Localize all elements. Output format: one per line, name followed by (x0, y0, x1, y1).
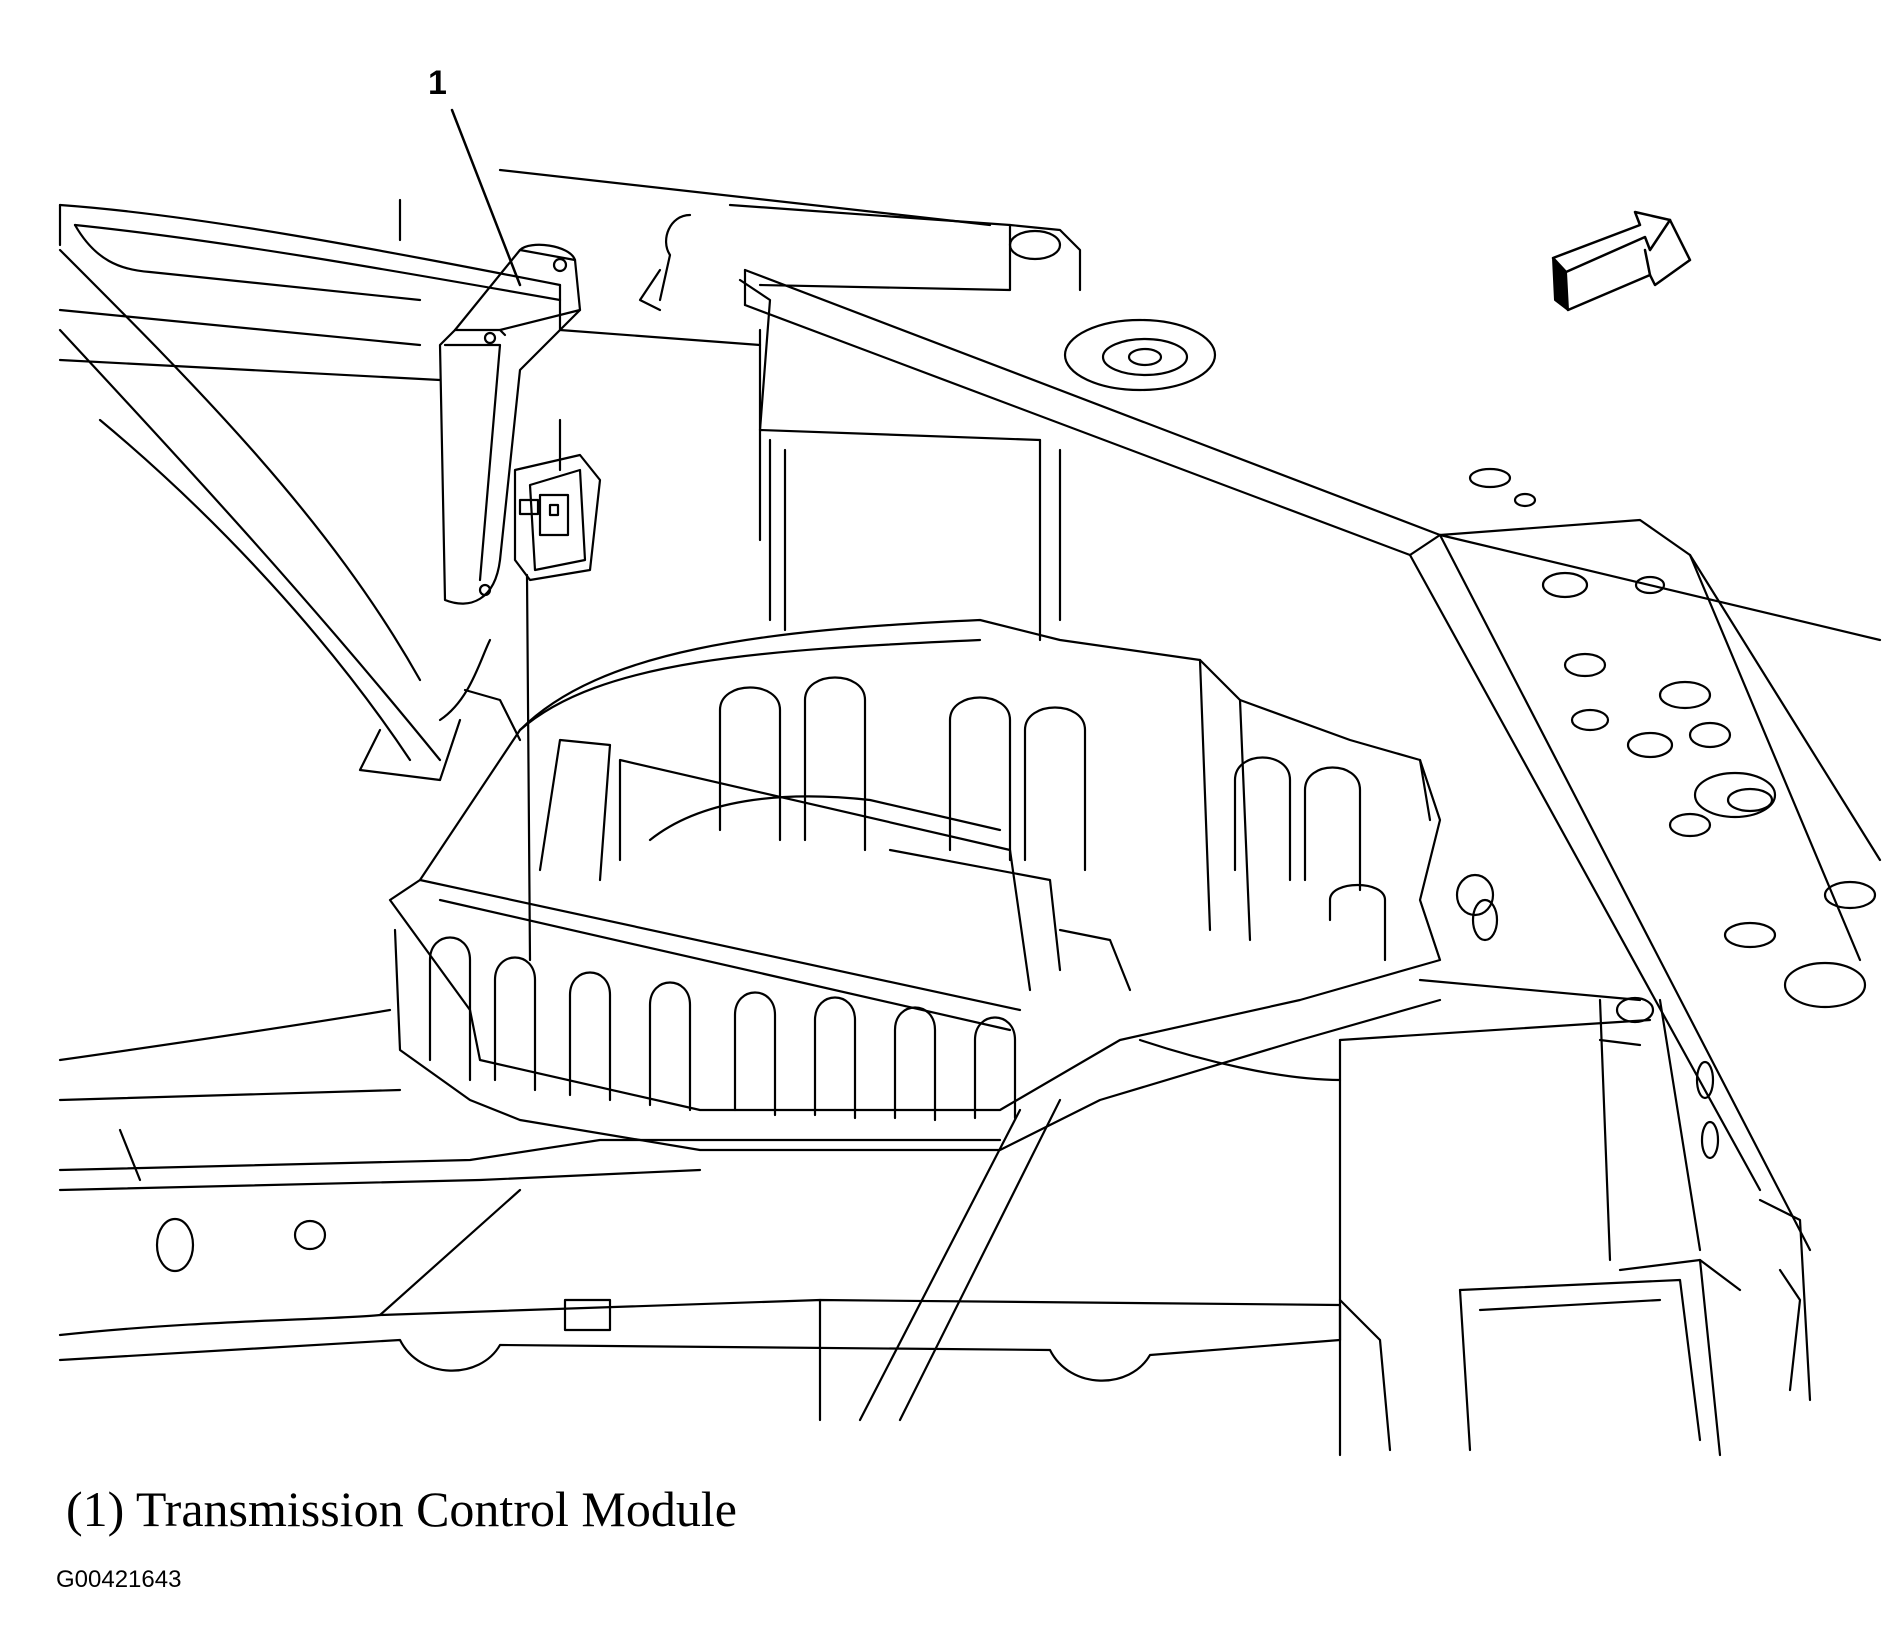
figure-code: G00421643 (56, 1566, 182, 1593)
tray-front-ribs (428, 936, 1017, 1122)
forward-arrow-icon (1551, 210, 1692, 312)
transmission-control-module (438, 243, 602, 605)
figure-caption: (1) Transmission Control Module (66, 1481, 737, 1537)
cross-beam (743, 268, 1882, 1252)
callout-number-label: 1 (428, 64, 447, 102)
installation-guide-line (525, 573, 532, 962)
inner-fender-structure (58, 168, 992, 762)
lower-frame-rail (58, 978, 1812, 1457)
callout-leader (450, 108, 522, 287)
tray-back-ribs (718, 676, 1499, 962)
upper-frame-bracket (638, 203, 1082, 642)
right-frame-plate (1455, 571, 1877, 1160)
module-tray (358, 618, 1442, 1152)
